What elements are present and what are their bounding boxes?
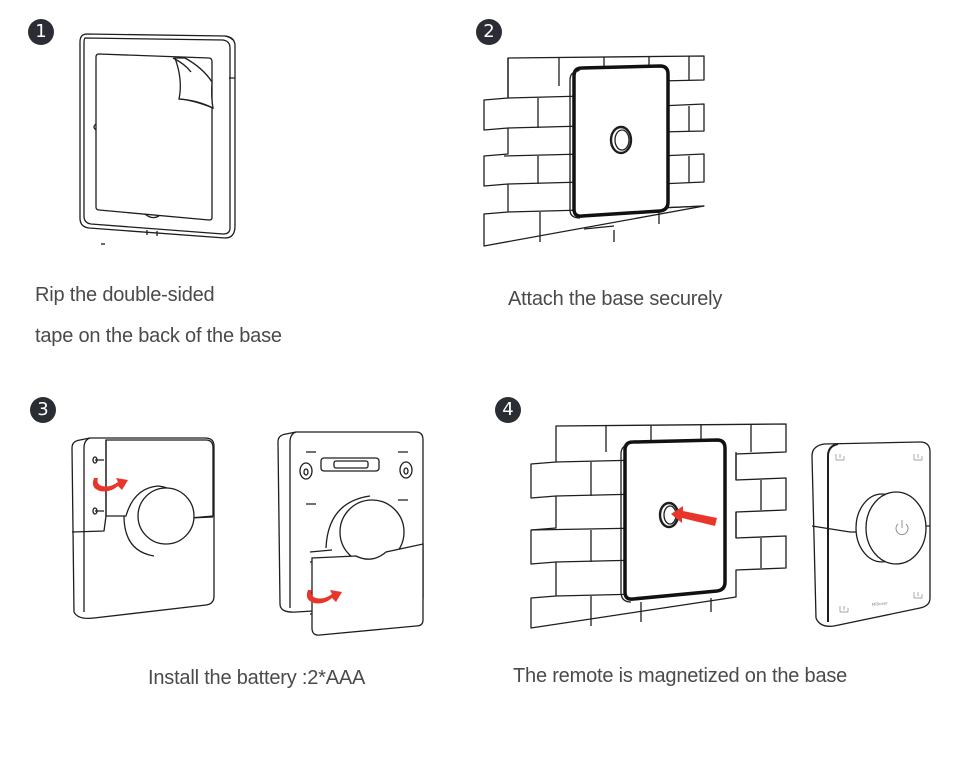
red-arrow — [671, 506, 717, 526]
step-1-illustration-base-plate — [79, 33, 236, 245]
step-3-illustration-remote-open — [277, 431, 424, 636]
power-icon — [895, 520, 909, 535]
step-4-badge: 4 — [495, 397, 521, 423]
step-2-caption: Attach the base securely — [508, 288, 723, 310]
step-1-caption-line-2: tape on the back of the base — [35, 325, 282, 347]
step-4-caption: The remote is magnetized on the base — [513, 665, 848, 687]
step-2-illustration-wall-mounted-base — [483, 55, 705, 247]
step-2-badge: 2 — [476, 19, 502, 45]
step-3-illustration-remote-closed — [71, 437, 215, 620]
step-1-badge: 1 — [28, 19, 54, 45]
step-3-caption: Install the battery :2*AAA — [148, 667, 366, 689]
brick-wall — [530, 423, 787, 629]
step-4-illustration-remote: MiBoxer — [811, 441, 931, 627]
step-1-caption-line-1: Rip the double-sided — [35, 284, 215, 306]
step-4-illustration-wall-base — [530, 423, 787, 629]
step-3-badge: 3 — [30, 397, 56, 423]
remote-brand-label: MiBoxer — [872, 600, 889, 607]
